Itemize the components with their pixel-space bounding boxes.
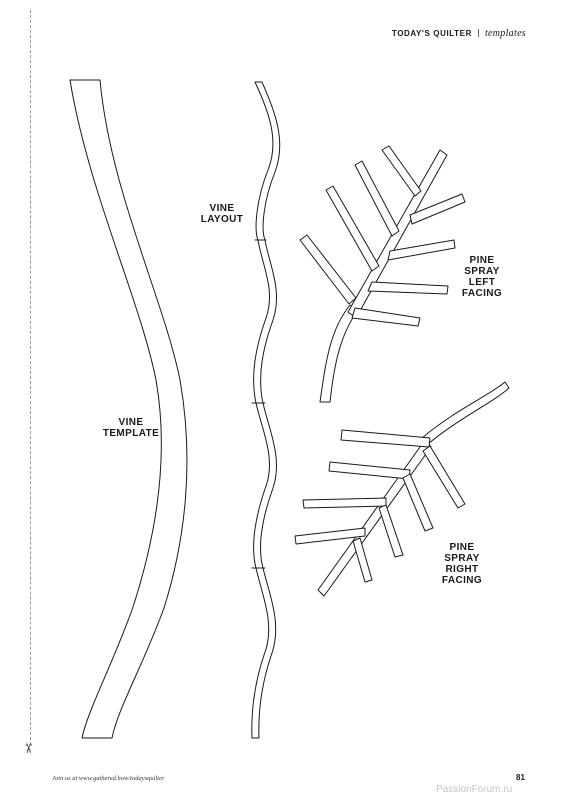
pine-spray-left-label: PINE SPRAY LEFT FACING — [452, 255, 512, 299]
page-number: 81 — [516, 773, 525, 782]
pine-spray-right-text: PINE SPRAY RIGHT FACING — [441, 542, 483, 586]
header-divider — [477, 29, 479, 37]
pine-spray-left-shape — [299, 145, 466, 403]
section-name: templates — [484, 28, 526, 39]
vine-layout-text: VINE LAYOUT — [200, 203, 244, 225]
footer-note: Join us at www.gathered.how/todaysquilte… — [52, 775, 165, 782]
vine-layout-shape — [251, 81, 281, 739]
page-header: TODAY'S QUILTER templates — [392, 28, 526, 39]
cut-line — [30, 10, 31, 745]
vine-template-label: VINE TEMPLATE — [96, 417, 166, 439]
vine-layout-label: VINE LAYOUT — [192, 203, 252, 225]
watermark: PassionForum.ru — [436, 784, 513, 795]
pine-spray-left-text: PINE SPRAY LEFT FACING — [461, 255, 503, 299]
vine-template-text: VINE TEMPLATE — [102, 417, 160, 439]
vine-template-shape — [69, 79, 188, 739]
pine-spray-right-label: PINE SPRAY RIGHT FACING — [432, 542, 492, 586]
magazine-brand: TODAY'S QUILTER — [391, 29, 472, 38]
pine-spray-right-shape — [294, 381, 510, 597]
